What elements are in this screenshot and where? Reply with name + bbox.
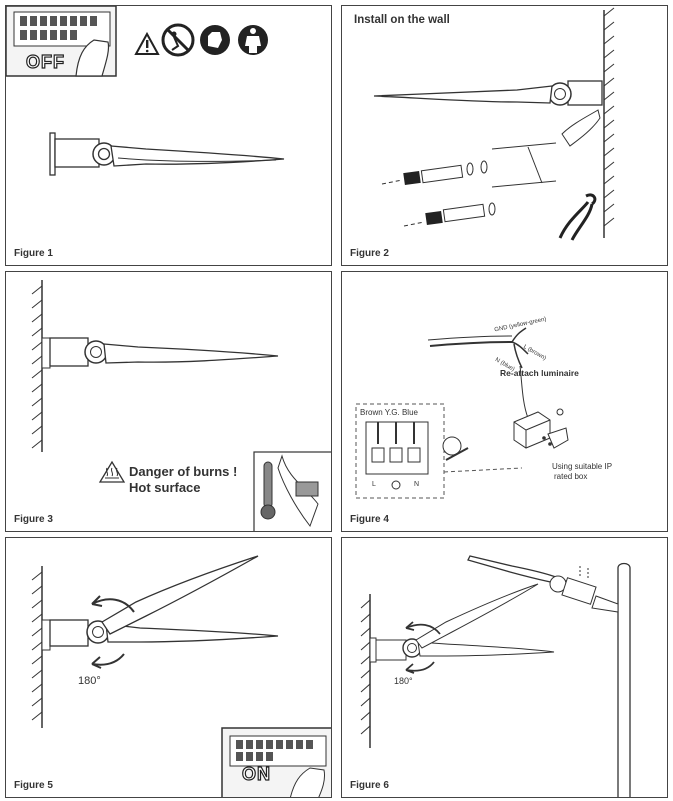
pole (617, 562, 631, 797)
hand-with-screwdriver (561, 109, 601, 147)
reattach-luminaire-label: Re-attach luminaire (500, 368, 579, 378)
junction-box (513, 408, 569, 449)
figure-2-illustration (373, 7, 615, 241)
wall-hatching (31, 566, 43, 728)
rotation-arrows (91, 595, 135, 669)
figure-3-illustration (31, 280, 331, 531)
thermometer-inset (253, 451, 331, 531)
breaker-on-inset (221, 727, 331, 797)
hot-surface-text: Hot surface (129, 480, 201, 495)
warning-triangle-icon (134, 31, 160, 55)
rotation-angle-label: 180° (394, 676, 413, 686)
figure-4-caption: Figure 4 (350, 514, 389, 525)
box-note-line1: Using suitable IP (552, 462, 613, 471)
luminaire-fixture (41, 555, 279, 651)
no-electric-shock-icon (161, 23, 195, 57)
figure-5-caption: Figure 5 (14, 780, 53, 791)
figure-2-caption: Figure 2 (350, 248, 389, 259)
off-label: OFF (25, 51, 65, 72)
rotation-arrows (405, 621, 441, 674)
figure-5-illustration (31, 555, 331, 797)
anchor-bolt-top (381, 160, 488, 186)
terminal-header-label: Brown Y.G. Blue (360, 408, 418, 417)
wear-gloves-icon (200, 25, 230, 55)
wall-hatching (360, 594, 371, 748)
wall-luminaire-fixture (369, 583, 555, 663)
danger-of-burns-text: Danger of burns ! (129, 464, 238, 479)
luminaire-fixture (49, 132, 285, 176)
figure-6-panel: 180° Figure 6 (341, 537, 668, 798)
figure-1-illustration (6, 6, 285, 176)
hot-surface-icon (98, 460, 126, 483)
dimension-lines (491, 142, 557, 188)
box-note-line2: rated box (554, 472, 588, 481)
luminaire-fixture (373, 80, 603, 106)
wear-protective-clothing-icon (238, 25, 268, 55)
figure-3-caption: Figure 3 (14, 514, 53, 525)
cable-bundle (558, 193, 597, 241)
terminal-l-label: L (372, 481, 376, 488)
figure-4-panel: GND (yellow-green) L (brown) N (blue) Re… (341, 271, 668, 532)
luminaire-fixture (41, 337, 279, 369)
on-label: ON (241, 763, 271, 784)
terminal-n-label: N (414, 481, 420, 488)
wall-hatching (31, 280, 43, 452)
figure-6-illustration (360, 555, 631, 797)
anchor-bolt-bottom (403, 202, 496, 227)
figure-5-panel: 180° ON Figure 5 (5, 537, 332, 798)
figure-2-title: Install on the wall (354, 14, 450, 26)
screwdriver-icon (442, 436, 469, 461)
rotation-angle-label: 180° (78, 675, 101, 687)
figure-4-illustration (355, 327, 569, 499)
breaker-off-inset (6, 6, 117, 77)
figure-1-panel: OFF Figure 1 (5, 5, 332, 266)
supply-cable (427, 327, 529, 419)
figure-2-panel: Install on the wall Figure 2 (341, 5, 668, 266)
pole-luminaire-fixture (467, 555, 619, 613)
figure-1-caption: Figure 1 (14, 248, 53, 259)
figure-6-caption: Figure 6 (350, 780, 389, 791)
terminal-block-diagram (355, 403, 523, 499)
wall-hatching (603, 7, 615, 238)
figure-3-panel: Danger of burns ! Hot surface Figure 3 (5, 271, 332, 532)
